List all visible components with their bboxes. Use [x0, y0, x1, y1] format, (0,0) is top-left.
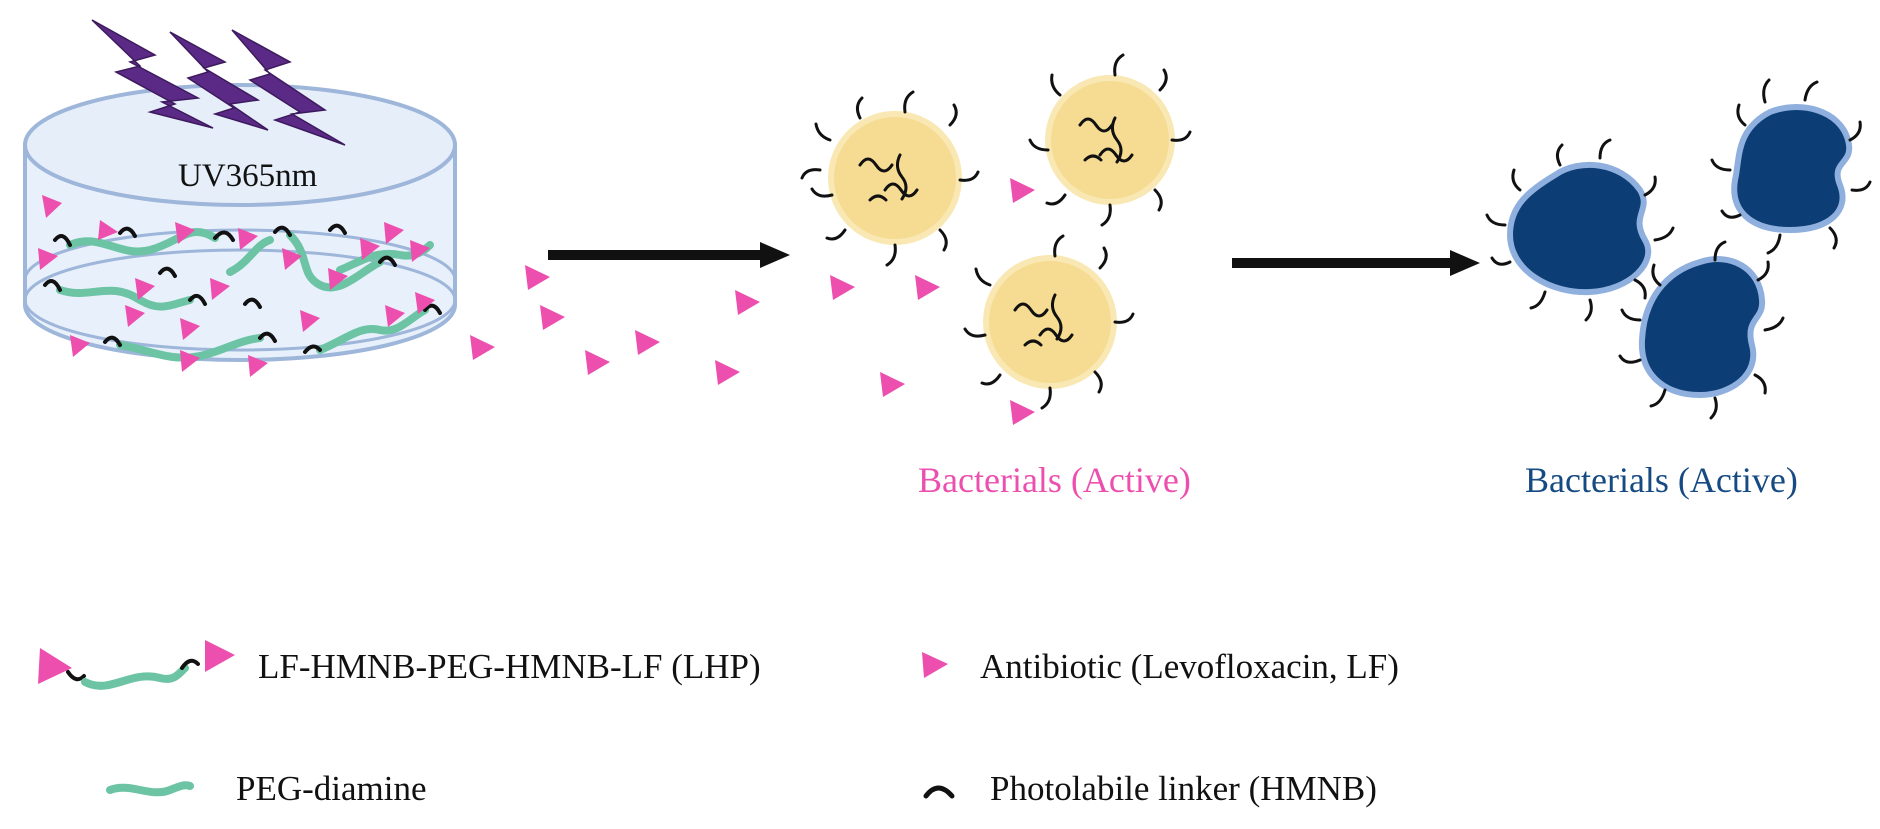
lhp-chains-in-dish [43, 223, 442, 362]
bacterium-active-2 [1028, 53, 1192, 227]
legend-peg-label: PEG-diamine [236, 769, 427, 808]
bacterium-inactive-1 [1485, 138, 1675, 322]
legend-linker-label: Photolabile linker (HMNB) [990, 769, 1377, 808]
antibiotic-released [470, 178, 1035, 425]
legend-linker-symbol [923, 785, 955, 799]
dish-label: UV365nm [178, 158, 318, 194]
petri-dish [23, 83, 457, 362]
caption-middle: Bacterials (Active) [918, 460, 1191, 500]
petri-dish-lid [23, 83, 457, 207]
antibiotic-in-dish [38, 195, 435, 377]
lightning-bolt-icon [91, 19, 346, 146]
legend-antibiotic-label: Antibiotic (Levofloxacin, LF) [980, 647, 1399, 686]
bacterium-active-1 [800, 90, 980, 267]
legend-peg-symbol [106, 781, 194, 797]
arrow-right-icon [548, 242, 790, 268]
legend: LF-HMNB-PEG-HMNB-LF (LHP) Antibiotic (Le… [38, 640, 1399, 808]
arrow-right-icon [1232, 250, 1480, 276]
bacterium-active-3 [963, 234, 1135, 410]
caption-right: Bacterials (Active) [1525, 460, 1798, 500]
legend-lhp-symbol [38, 640, 235, 690]
legend-lhp-label: LF-HMNB-PEG-HMNB-LF (LHP) [258, 647, 761, 686]
triangle-antibiotic-icon [922, 652, 948, 678]
bacterium-inactive-3 [1618, 240, 1785, 420]
bacterium-inactive-2 [1710, 78, 1872, 255]
